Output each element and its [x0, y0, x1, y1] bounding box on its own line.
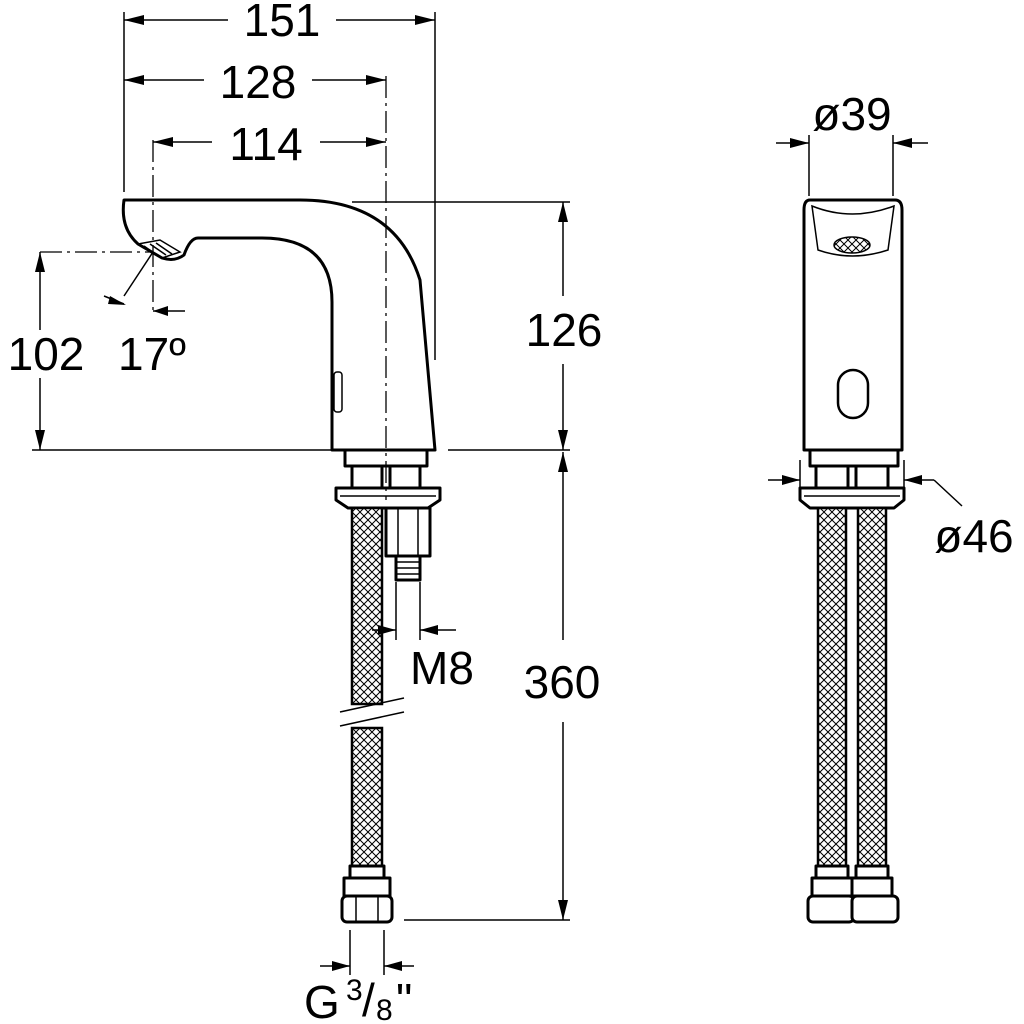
side-view — [40, 76, 442, 924]
aerator-front — [833, 236, 871, 254]
base-spacer-front — [808, 448, 900, 468]
dim-360: 360 — [524, 656, 601, 708]
spacer-nut-left — [350, 464, 384, 490]
connection-inch-mark: " — [396, 974, 412, 1024]
hose-end-hex — [340, 894, 394, 924]
dim-102: 102 — [8, 328, 85, 380]
fixing-washer-front — [798, 486, 906, 510]
front-nut-left — [814, 464, 850, 490]
connection-denominator: 8 — [376, 994, 393, 1024]
front-hose-right — [856, 506, 888, 868]
dim-diameter-39: ø39 — [812, 88, 891, 140]
front-hex-right — [850, 894, 900, 924]
dim-151: 151 — [244, 0, 321, 46]
dim-m8: M8 — [410, 642, 474, 694]
spacer-nut-right — [388, 464, 422, 490]
flex-hose-lower — [350, 726, 384, 868]
connection-numerator: 3 — [346, 974, 363, 1007]
front-nut-right — [854, 464, 890, 490]
faucet-body-side — [121, 198, 437, 452]
dim-126: 126 — [526, 304, 603, 356]
break-marks — [339, 697, 405, 727]
connection-prefix: G — [304, 976, 340, 1024]
spout-front-contour — [811, 204, 895, 257]
faucet-body-front — [802, 198, 904, 452]
dim-g-3-8: G 3 / 8 " — [304, 974, 412, 1024]
front-hose-left — [816, 506, 848, 868]
hose-end-collar — [348, 864, 386, 880]
sensor-window-side — [333, 371, 343, 413]
dim-114: 114 — [229, 118, 302, 170]
connection-slash: / — [362, 974, 375, 1024]
sensor-window-front — [836, 368, 870, 420]
side-dimensions — [32, 12, 570, 975]
front-view — [798, 198, 906, 924]
front-dimensions — [768, 135, 963, 507]
aerator-outlet — [137, 239, 182, 259]
dim-128: 128 — [220, 56, 297, 108]
dim-diameter-46: ø46 — [934, 510, 1013, 562]
fixing-nut — [384, 506, 432, 558]
flex-hose-upper — [350, 506, 384, 706]
hose-end-nut — [342, 876, 392, 898]
front-hex-left — [806, 894, 856, 924]
fixing-washer-side — [334, 486, 442, 510]
dim-17-degrees: 17º — [118, 328, 186, 380]
